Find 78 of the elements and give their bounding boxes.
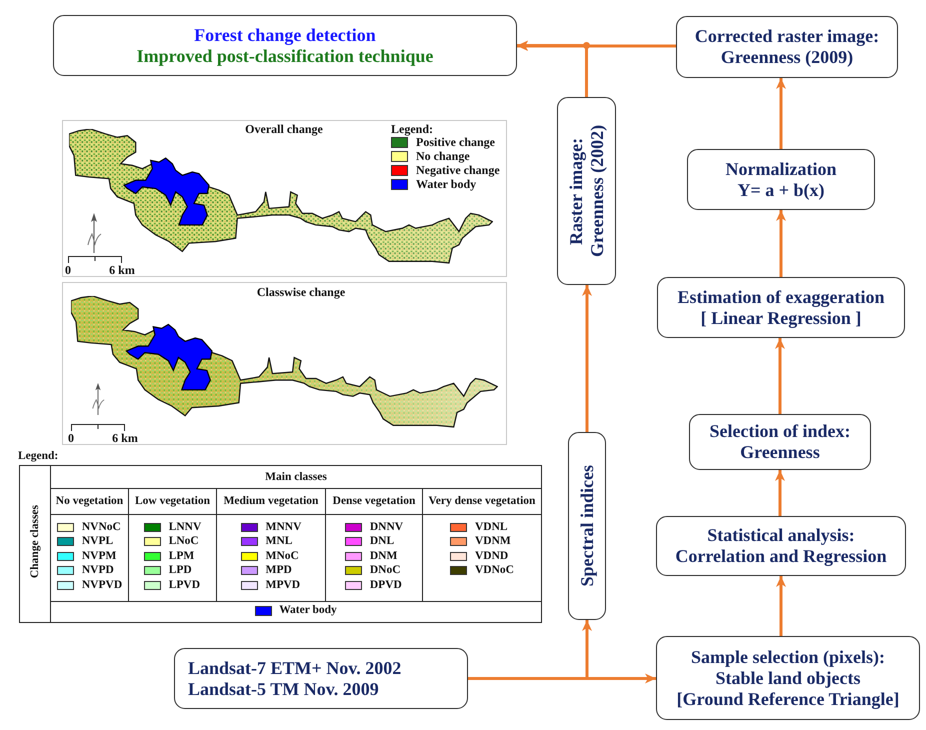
arrow: [776, 210, 786, 277]
process-box: [557, 97, 616, 285]
scale-label: 6 km: [109, 264, 135, 277]
process-box: [676, 16, 898, 78]
legend-label: DNM: [370, 550, 398, 563]
dataset-label: Landsat-7 ETM+ Nov. 2002: [188, 658, 402, 678]
arrow: [775, 338, 785, 414]
scale-label: 6 km: [112, 432, 138, 445]
column-header: Dense vegetation: [332, 495, 416, 507]
step-label: Spectral indices: [576, 465, 598, 587]
step-label: Raster image: Greenness (2002): [566, 124, 608, 260]
step-label: Selection of index: Greenness: [708, 421, 852, 463]
legend-label: LPM: [168, 550, 194, 563]
legend-heading: Legend:: [391, 123, 433, 136]
step-label: Normalization: [726, 158, 836, 180]
result-title: Forest change detection: [194, 24, 376, 46]
column-header: No vegetation: [56, 495, 124, 507]
legend-label: Positive change: [416, 136, 495, 149]
legend-label: LPVD: [168, 578, 200, 592]
legend-label: NVPVD: [82, 578, 122, 592]
map-title: Overall change: [245, 123, 323, 136]
legend-label: VDNM: [475, 535, 511, 548]
formula-text: Y= a + b(x): [737, 180, 824, 200]
arrow: [517, 41, 676, 51]
row-header: Change classes: [28, 505, 42, 579]
legend-label: DPVD: [370, 578, 402, 592]
step-label: [Ground Reference Triangle]: [676, 688, 900, 710]
legend-label: NVPD: [82, 564, 114, 578]
legend-label: MNL: [266, 535, 292, 548]
legend-label: DNoC: [370, 564, 401, 578]
process-box: [656, 516, 906, 576]
arrow: [776, 78, 786, 149]
legend-label: LNNV: [168, 520, 202, 534]
legend-label: NVPL: [82, 535, 114, 548]
legend-label: Water body: [416, 178, 476, 191]
legend-label: NVPM: [82, 550, 116, 563]
legend-heading: Legend:: [18, 450, 58, 463]
process-box: [656, 636, 920, 720]
legend-label: DNNV: [370, 520, 404, 534]
legend-label: MPVD: [266, 578, 300, 592]
step-label: Estimation of exaggeration: [678, 286, 884, 308]
legend-label: MNNV: [266, 520, 302, 534]
column-header: Low vegetation: [134, 495, 210, 507]
column-header: Medium vegetation: [224, 495, 318, 507]
legend-label: MNoC: [266, 550, 299, 563]
legend-label: No change: [416, 150, 470, 163]
step-label: Corrected raster image: Greenness (2009): [694, 26, 880, 68]
result-box: [53, 15, 517, 76]
arrow: [776, 576, 786, 636]
legend-label: VDNL: [475, 520, 508, 534]
legend-label: LNoC: [168, 535, 199, 548]
process-box: [689, 414, 871, 470]
result-subtitle: Improved post-classification technique: [136, 46, 434, 66]
step-label: Sample selection (pixels): Stable land objects: [690, 646, 886, 688]
map-title: Classwise change: [256, 286, 346, 299]
process-box: [687, 149, 875, 210]
arrow: [517, 40, 588, 97]
table-header: Main classes: [265, 470, 327, 482]
column-header: Very dense vegetation: [428, 495, 536, 507]
legend-label: Negative change: [416, 164, 500, 177]
arrow: [582, 285, 592, 432]
arrow: [775, 470, 785, 516]
step-label: [ Linear Regression ]: [700, 308, 862, 328]
step-label: Statistical analysis: Correlation and Regression: [674, 525, 888, 567]
legend-label: NVNoC: [82, 520, 121, 534]
legend-label: DNL: [370, 535, 394, 548]
legend-label: VDNoC: [475, 564, 514, 578]
legend-label: LPD: [168, 564, 192, 578]
data-source-box: [174, 648, 468, 709]
scale-label: 0: [65, 264, 71, 277]
legend-label: VDND: [475, 550, 508, 563]
legend-label: Water body: [279, 604, 337, 618]
dataset-label: Landsat-5 TM Nov. 2009: [188, 678, 379, 700]
process-box: [568, 432, 606, 620]
process-box: [657, 277, 905, 338]
arrow: [468, 620, 592, 680]
legend-label: MPD: [266, 564, 292, 578]
scale-label: 0: [68, 432, 74, 445]
